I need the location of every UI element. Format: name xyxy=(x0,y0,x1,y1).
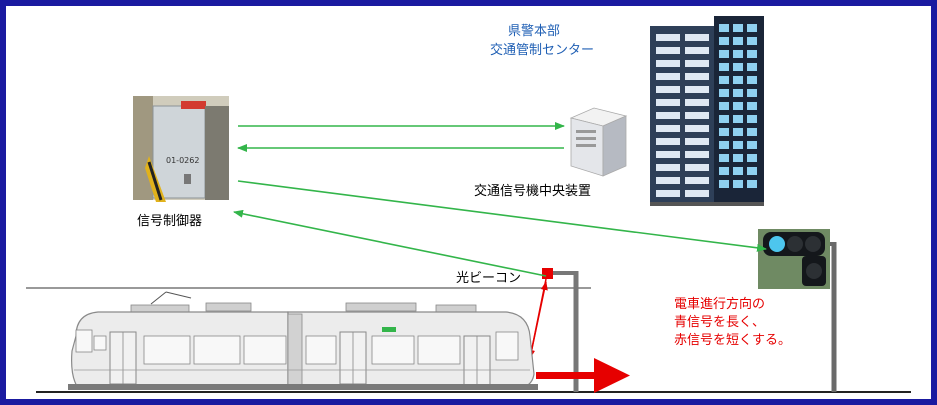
traffic-signal-icon xyxy=(758,229,837,392)
building-window xyxy=(747,50,757,58)
building-window xyxy=(719,63,729,71)
building-window xyxy=(719,128,729,136)
building-window xyxy=(747,154,757,162)
building-window xyxy=(685,164,709,171)
note-line1: 電車進行方向の xyxy=(674,297,766,312)
building-window xyxy=(747,102,757,110)
building-window xyxy=(733,24,743,32)
server-icon xyxy=(569,107,628,177)
building-window xyxy=(656,112,680,119)
building-window xyxy=(719,154,729,162)
building-window xyxy=(733,102,743,110)
building-window xyxy=(656,125,680,132)
building-window xyxy=(747,115,757,123)
building-window xyxy=(719,167,729,175)
building-window xyxy=(733,89,743,97)
controller-plate: 01-0262 xyxy=(166,156,199,165)
beacon-label: 光ビーコン xyxy=(456,271,522,286)
building-window xyxy=(733,167,743,175)
building-window xyxy=(685,34,709,41)
building-window xyxy=(733,50,743,58)
building-window xyxy=(656,47,680,54)
building-window xyxy=(733,128,743,136)
building-window xyxy=(685,73,709,80)
building-window xyxy=(747,180,757,188)
building-window xyxy=(656,73,680,80)
link-controller-to-signal xyxy=(237,180,767,252)
building-window xyxy=(719,37,729,45)
building-window xyxy=(656,177,680,184)
hq-label-line2: 交通管制センター xyxy=(490,43,595,58)
building-window xyxy=(656,190,680,197)
building-window xyxy=(685,151,709,158)
building-window xyxy=(733,154,743,162)
building-window xyxy=(685,99,709,106)
building-window xyxy=(656,99,680,106)
building-window xyxy=(719,24,729,32)
building-window xyxy=(719,102,729,110)
building-window xyxy=(747,167,757,175)
building-window xyxy=(685,190,709,197)
building-window xyxy=(685,60,709,67)
building-window xyxy=(685,177,709,184)
diagram-canvas: 01-0262 xyxy=(6,6,931,399)
tram-icon xyxy=(68,291,538,390)
building-window xyxy=(733,63,743,71)
building-window xyxy=(733,115,743,123)
note-line2: 青信号を長く、 xyxy=(674,315,766,330)
building-window xyxy=(719,180,729,188)
building-window xyxy=(656,60,680,67)
building-window xyxy=(719,89,729,97)
note-line3: 赤信号を短くする。 xyxy=(674,333,792,348)
building-window xyxy=(685,125,709,132)
controller-label: 信号制御器 xyxy=(137,214,203,229)
building-window xyxy=(747,24,757,32)
building-window xyxy=(656,164,680,171)
link-beacon-to-controller xyxy=(233,209,547,277)
building-window xyxy=(685,47,709,54)
building-window xyxy=(719,50,729,58)
building-window xyxy=(719,141,729,149)
direction-arrow xyxy=(536,358,630,393)
building-window xyxy=(747,63,757,71)
beacon-up-arrow xyxy=(529,281,548,359)
building-window xyxy=(656,34,680,41)
building-window xyxy=(747,37,757,45)
diagram-graphics: 01-0262 xyxy=(26,16,911,393)
building-window xyxy=(685,112,709,119)
building-window xyxy=(656,151,680,158)
building-window xyxy=(747,141,757,149)
building-window xyxy=(656,86,680,93)
building-window xyxy=(656,138,680,145)
building-window xyxy=(733,141,743,149)
building-window xyxy=(719,76,729,84)
signal-controller-icon xyxy=(133,96,229,202)
central-unit-label: 交通信号機中央装置 xyxy=(474,184,592,199)
building-window xyxy=(733,180,743,188)
building-window xyxy=(733,76,743,84)
building-window xyxy=(747,89,757,97)
optical-beacon-icon xyxy=(542,268,579,392)
hq-label-line1: 県警本部 xyxy=(508,24,561,39)
building-window xyxy=(747,76,757,84)
building-window xyxy=(747,128,757,136)
building-window xyxy=(685,86,709,93)
building-window xyxy=(733,37,743,45)
building-window xyxy=(685,138,709,145)
building-window xyxy=(719,115,729,123)
